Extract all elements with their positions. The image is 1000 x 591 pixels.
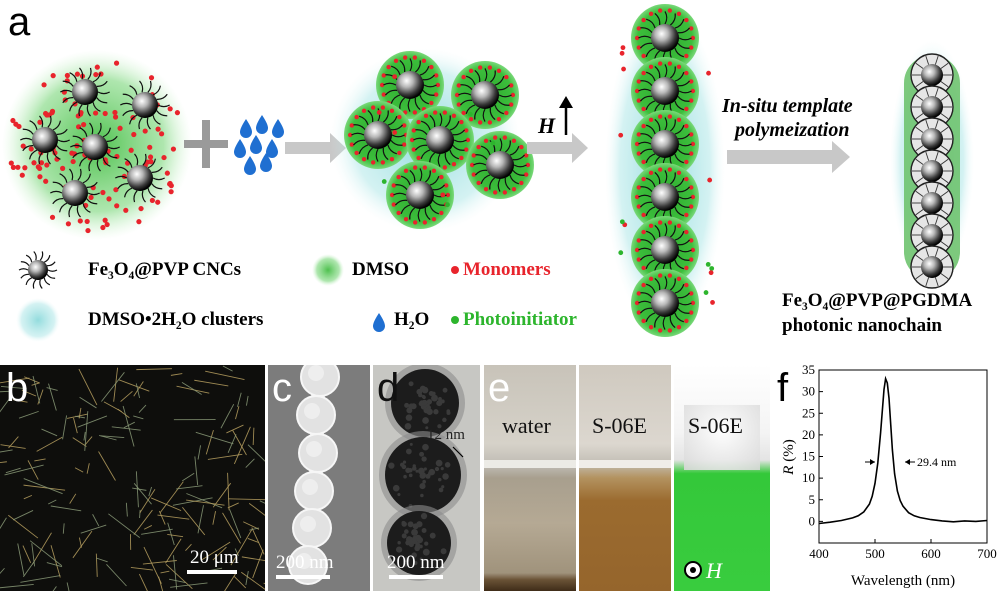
- vial-water-label: water: [502, 413, 551, 438]
- fwhm-annotation: 29.4 nm: [917, 455, 957, 469]
- legend-dmso-icon: [312, 254, 344, 286]
- scalebar-b-text: 20 μm: [190, 547, 239, 568]
- legend-photoinitiator-icon: [451, 316, 459, 324]
- stage2-clusters: [330, 48, 534, 232]
- fwhm-markers: [865, 459, 915, 465]
- field-arrow-icon: [559, 96, 573, 135]
- panel-c-label: c: [272, 366, 292, 410]
- chart-ylabel: R (%): [781, 439, 797, 475]
- panel-e-label: e: [488, 366, 511, 410]
- legend-cnc-text: Fe₃O₄@PVP CNCs: [88, 259, 242, 280]
- plus-icon: [184, 120, 228, 168]
- legend-cnc-icon: [18, 251, 58, 289]
- x-tick-label: 500: [865, 546, 885, 561]
- chart-frame: [818, 369, 988, 544]
- stage1-dispersion: [2, 50, 192, 240]
- y-tick-label: 10: [802, 470, 815, 485]
- field-label: H: [538, 113, 556, 138]
- chart-xlabel: Wavelength (nm): [851, 573, 955, 589]
- legend-monomers-text: Monomers: [463, 259, 551, 280]
- vial-s06e-field-image: [674, 365, 770, 591]
- x-tick-label: 700: [977, 546, 997, 561]
- panel-b-darkfield-image: 20 μm: [0, 365, 265, 591]
- panel-d-label: d: [377, 366, 400, 410]
- legend-clusters-text: DMSO•2H₂O clusters: [88, 309, 264, 330]
- spectrum-line: [818, 375, 988, 525]
- arrow-2-icon: [527, 133, 588, 163]
- legend-water-icon: [373, 313, 385, 332]
- step-label-line2: polymeization: [735, 119, 850, 141]
- product-label-line1: Fe₃O₄@PVP@PGDMA: [782, 290, 973, 311]
- x-tick-label: 600: [921, 546, 941, 561]
- vial-s06e-image: [579, 365, 671, 591]
- reflection-spectrum-chart: 400 500 600 700 0 5 10 15 20 25 30 35 29.4 nm Wavel…: [781, 365, 997, 589]
- scalebar-d-text: 200 nm: [387, 552, 445, 573]
- legend-cluster-icon: [16, 298, 60, 342]
- vial-s06e-field-label: S-06E: [688, 413, 743, 438]
- x-tick-label: 400: [809, 546, 829, 561]
- stage4-nanochain: [890, 40, 974, 289]
- legend-water-text: H₂O: [394, 309, 430, 330]
- legend-photoinitiator-text: Photoinitiator: [463, 309, 577, 330]
- panel-b-label: b: [6, 366, 29, 410]
- water-drops-icon: [234, 115, 284, 175]
- scalebar-c: [276, 575, 330, 579]
- vial-water-image: [484, 365, 576, 591]
- y-tick-label: 25: [802, 405, 815, 420]
- y-tick-label: 5: [809, 492, 816, 507]
- vial-s06e-label: S-06E: [592, 413, 647, 438]
- legend-dmso-text: DMSO: [352, 259, 409, 280]
- panel-f-label: f: [777, 366, 789, 410]
- y-tick-label: 30: [802, 384, 815, 399]
- schematic-diagram: [2, 4, 974, 342]
- product-label-line2: photonic nanochain: [782, 315, 942, 336]
- arrow-3-icon: [727, 141, 850, 173]
- vial-field-label: H: [706, 558, 722, 583]
- panel-c-sem-image: 200 nm: [268, 365, 370, 591]
- y-tick-label: 0: [809, 513, 816, 528]
- scalebar-c-text: 200 nm: [276, 552, 334, 573]
- y-tick-label: 20: [802, 427, 815, 442]
- scalebar-b: [187, 570, 237, 574]
- stage3-chain: [605, 4, 725, 337]
- legend-monomer-icon: [451, 266, 459, 274]
- scalebar-d: [389, 575, 443, 579]
- field-out-of-plane-icon: [684, 561, 702, 579]
- panel-d-tem-image: 200 nm 12 nm: [373, 365, 480, 591]
- scalebar-d-shell-text: 12 nm: [427, 427, 465, 443]
- step-label-line1: In-situ template: [722, 95, 853, 117]
- y-tick-label: 35: [802, 365, 815, 377]
- y-tick-label: 15: [802, 449, 815, 464]
- panel-a-label: a: [8, 0, 31, 44]
